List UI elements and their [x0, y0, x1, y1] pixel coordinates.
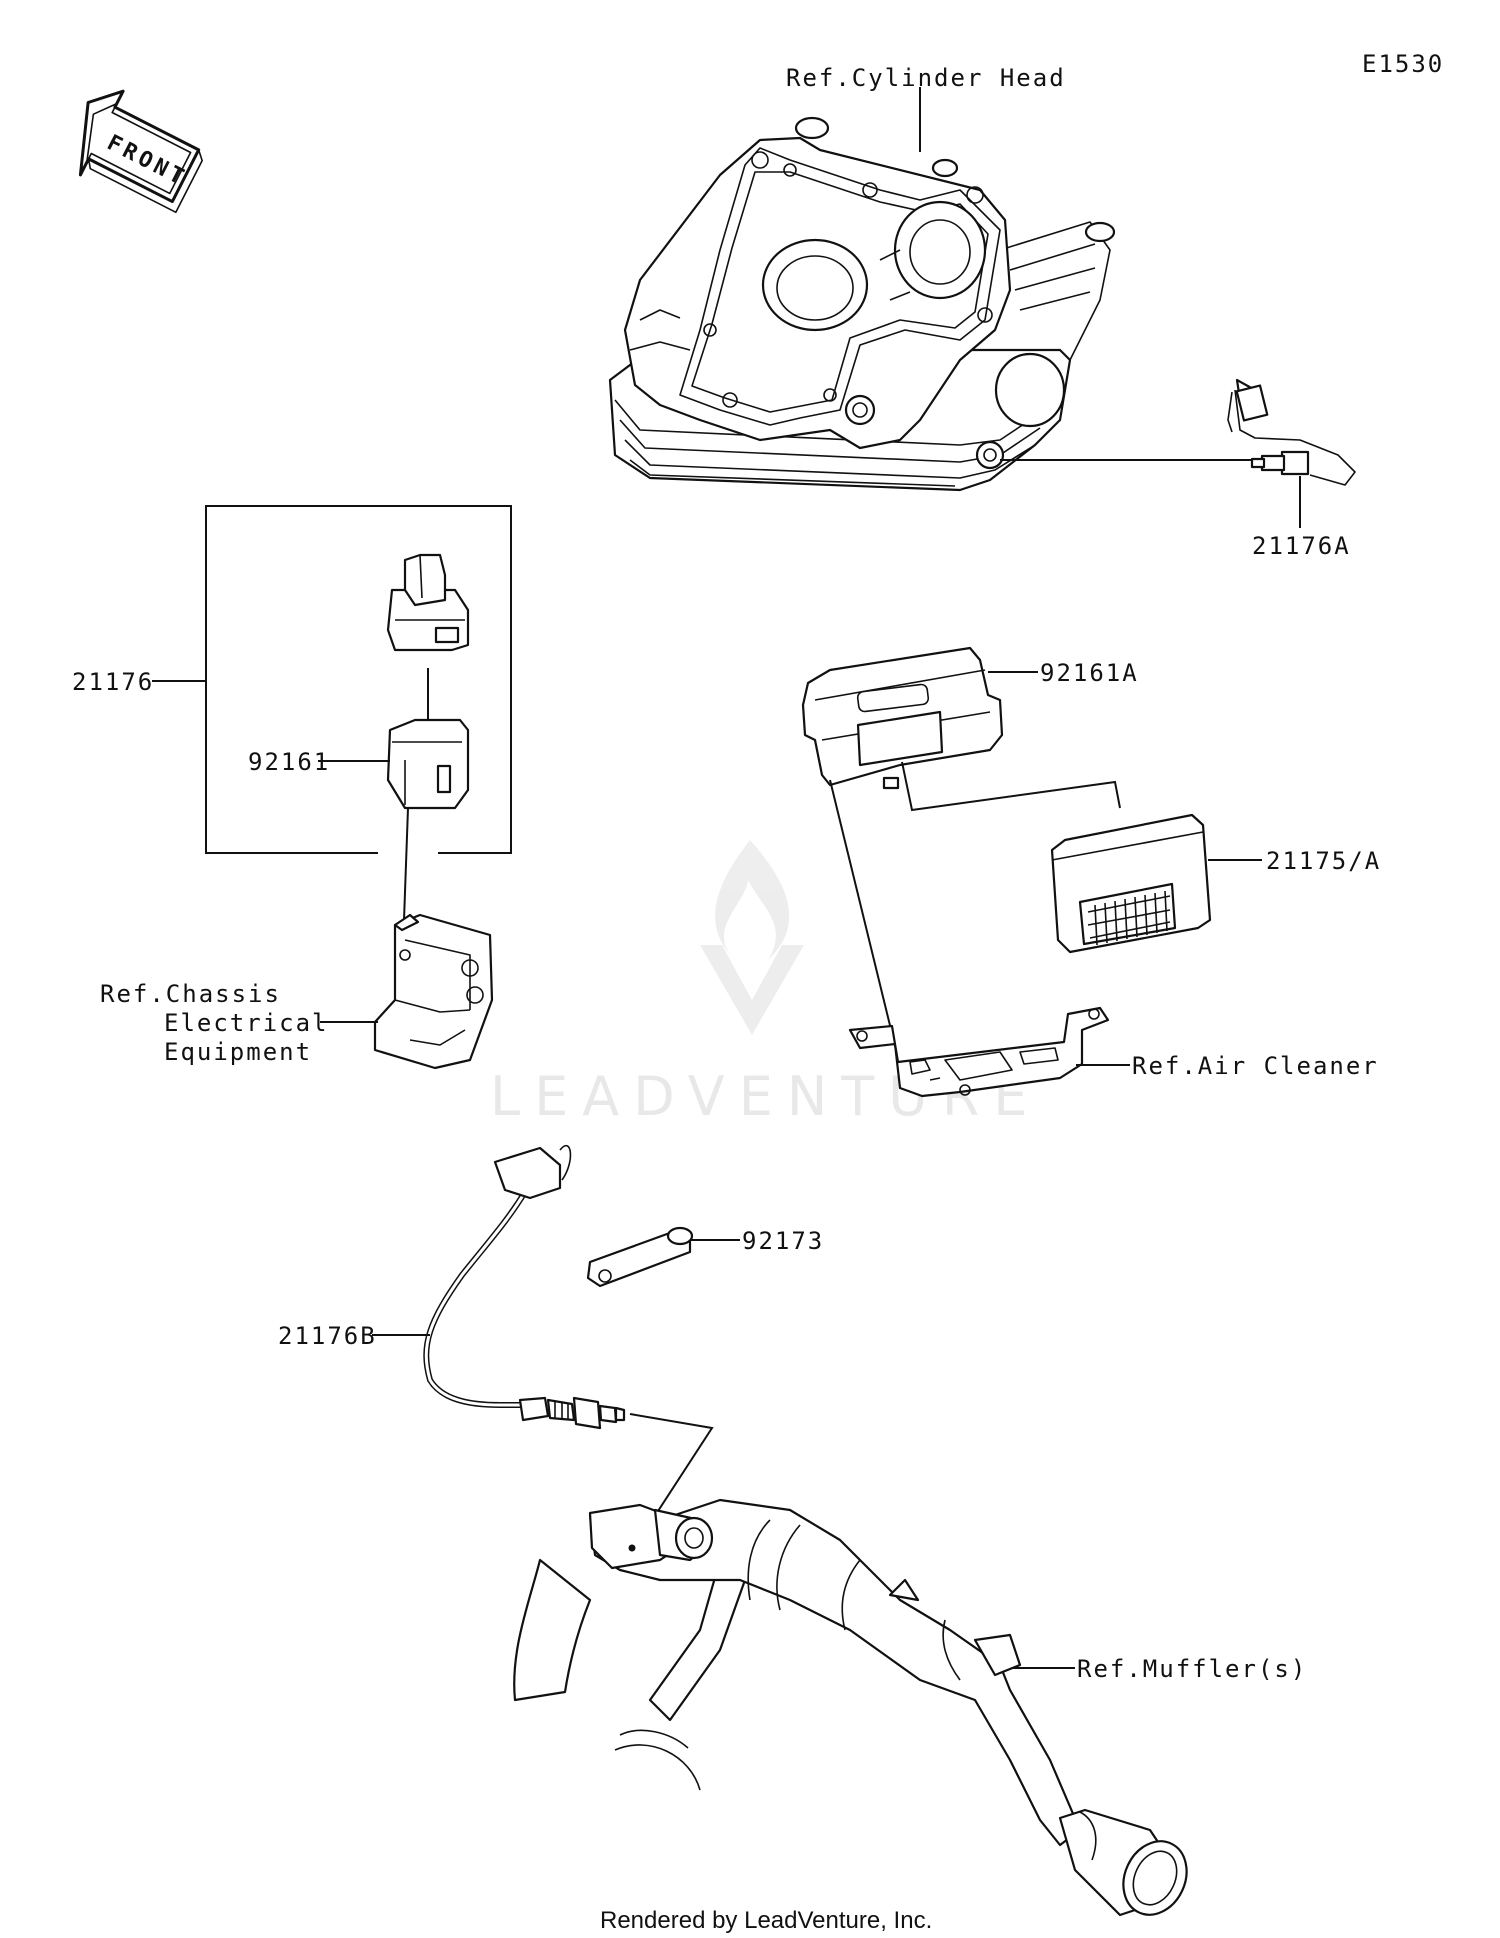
label-ref-cylinder-head: Ref.Cylinder Head	[786, 64, 1066, 92]
sensor-21176-connector-illustration	[386, 553, 470, 652]
label-21176A: 21176A	[1252, 532, 1351, 560]
label-21176: 21176	[72, 668, 154, 696]
label-ref-chassis-line2: Electrical	[164, 1009, 329, 1037]
clamp-92173-illustration	[586, 1226, 694, 1288]
connector-92161-illustration	[386, 718, 470, 810]
sensor-to-muffler-link-line	[629, 1413, 714, 1549]
bracket-link-line	[403, 807, 409, 921]
footer-credit: Rendered by LeadVenture, Inc.	[600, 1907, 932, 1934]
muffler-illustration	[513, 1498, 1188, 1917]
front-direction-arrow: FRONT	[78, 89, 203, 214]
label-ref-chassis-line1: Ref.Chassis	[100, 980, 281, 1008]
air-cleaner-bracket-illustration	[848, 1006, 1110, 1098]
diagram-code: E1530	[1362, 50, 1444, 78]
cylinder-head-illustration	[608, 116, 1116, 492]
label-ref-mufflers: Ref.Muffler(s)	[1077, 1655, 1307, 1683]
watermark-logo-icon	[700, 840, 804, 1035]
ecu-link-line	[901, 761, 1121, 812]
ecu-holder-92161A-illustration	[801, 646, 1004, 790]
label-92161A: 92161A	[1040, 659, 1139, 687]
label-21175A: 21175/A	[1266, 847, 1381, 875]
kit-bracket-21176	[205, 505, 512, 854]
sensor-21176B-illustration	[423, 1144, 626, 1430]
chassis-bracket-illustration	[373, 913, 494, 1070]
label-ref-chassis-line3: Equipment	[164, 1038, 312, 1066]
label-ref-air-cleaner: Ref.Air Cleaner	[1132, 1052, 1379, 1080]
ecu-21175A-illustration	[1050, 813, 1212, 954]
label-21176B: 21176B	[278, 1322, 377, 1350]
sensor-21176A-illustration	[1227, 378, 1356, 486]
label-92173: 92173	[742, 1227, 824, 1255]
label-92161: 92161	[248, 748, 330, 776]
air-cleaner-link-line	[829, 779, 897, 1051]
